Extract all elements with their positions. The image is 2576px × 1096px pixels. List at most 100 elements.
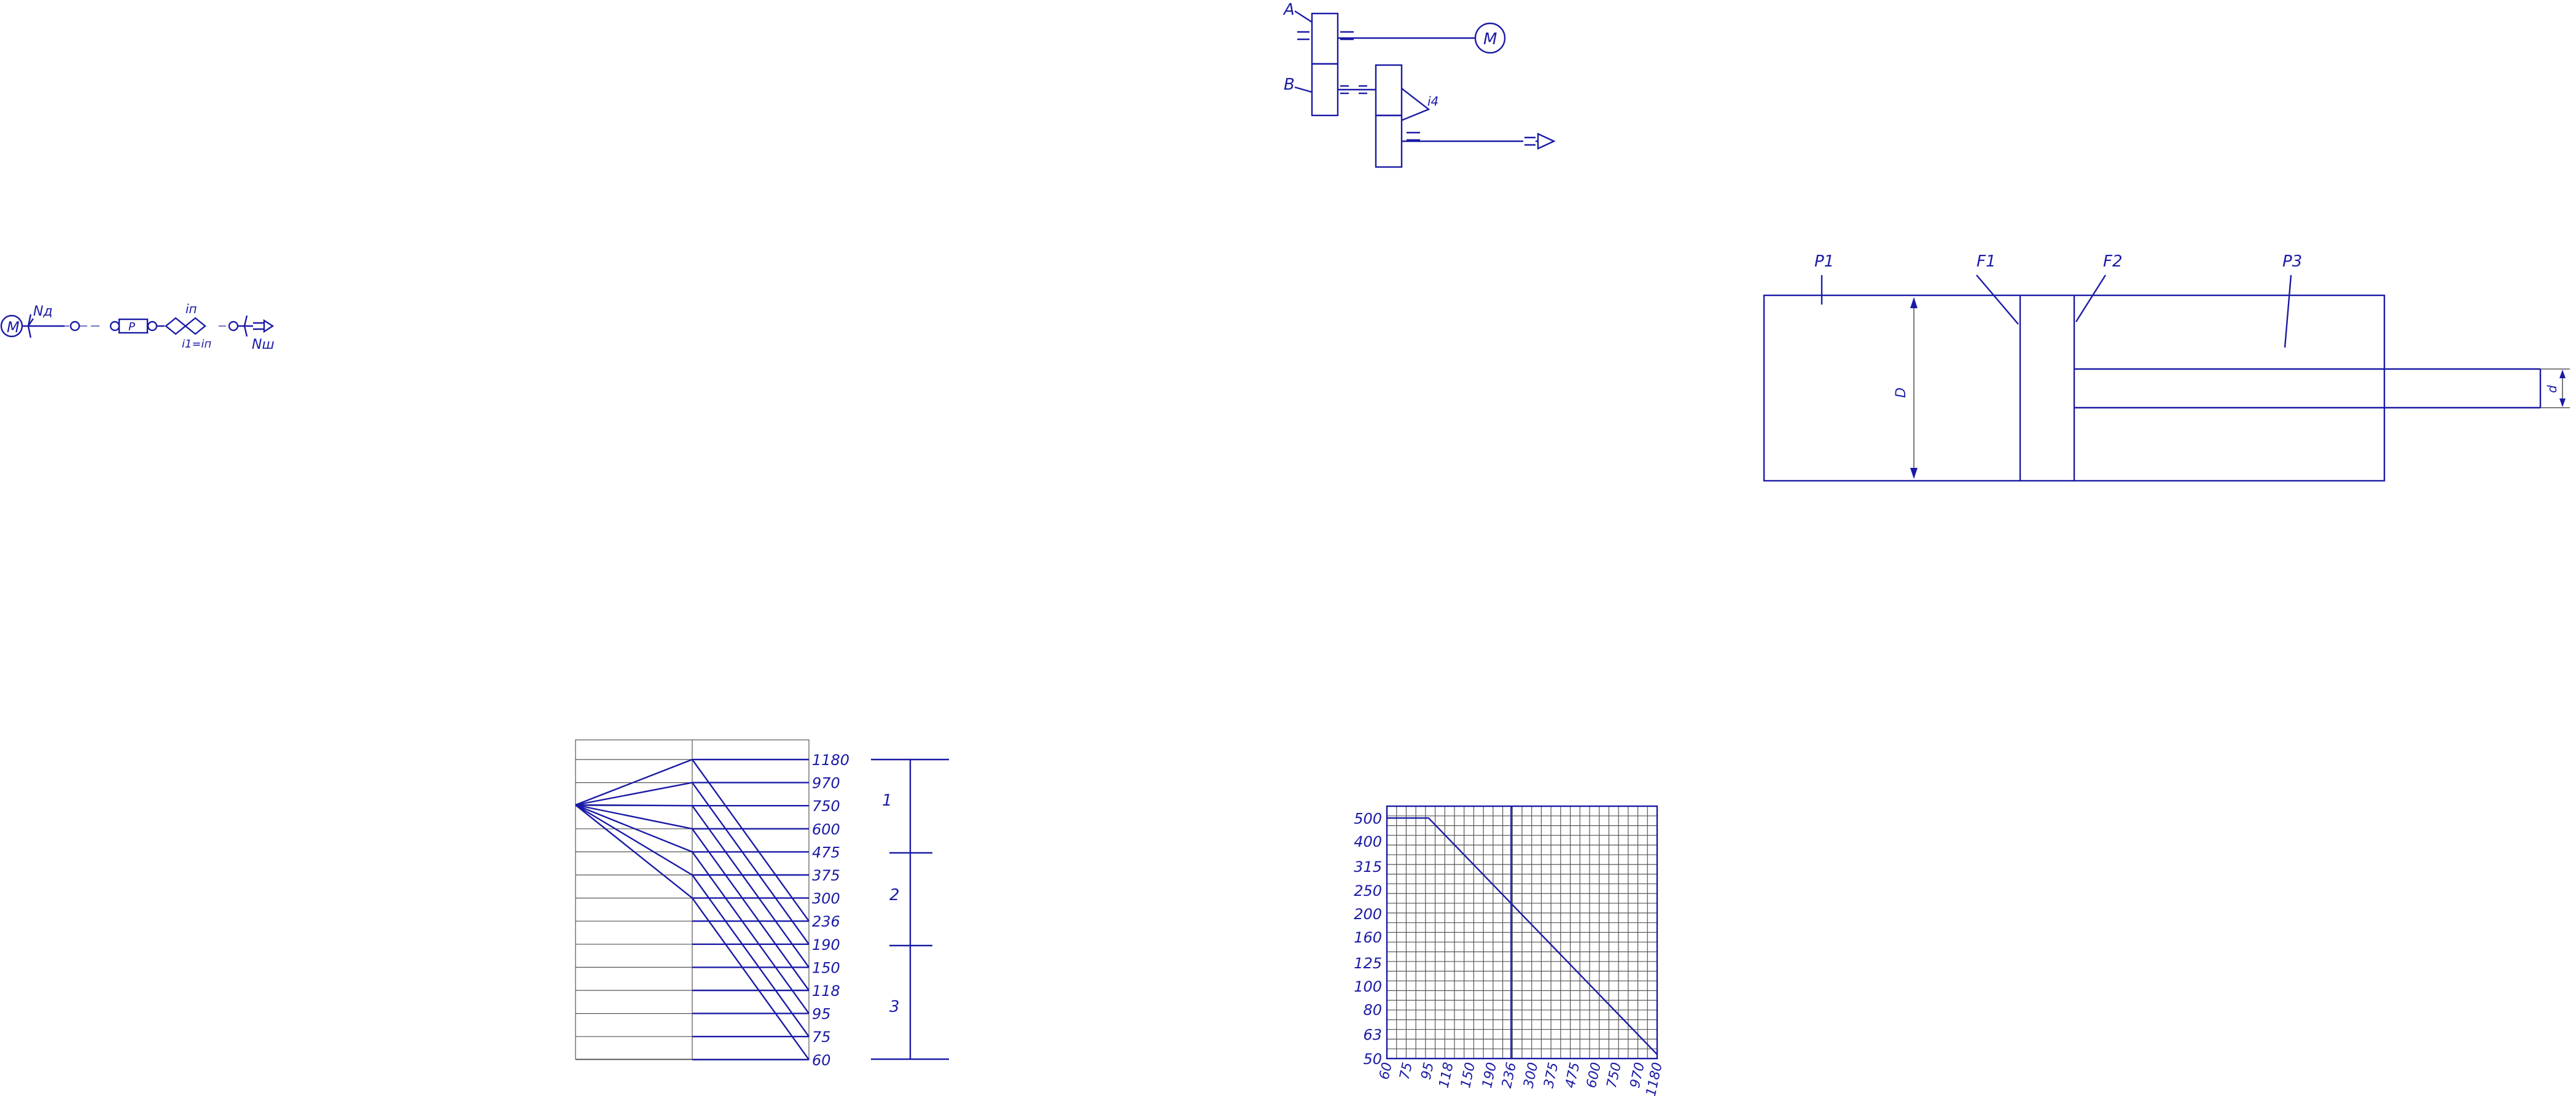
leader-f2: [2075, 274, 2107, 322]
chart-y-tick-label: 500: [1354, 810, 1382, 827]
group-label-1: 1: [882, 791, 892, 810]
speed-label: 118: [812, 982, 840, 1000]
chart-y-tick-label: 400: [1354, 833, 1382, 850]
speed-ray-stage2: [692, 851, 810, 1014]
speed-label: 600: [812, 821, 840, 838]
speed-ray-stage2: [692, 828, 810, 991]
gear-block-d: [1375, 114, 1403, 168]
ratio-label: iп: [185, 301, 197, 316]
speed-rays: [575, 758, 810, 1061]
speed-label: 300: [812, 890, 840, 908]
bearing-3: [147, 321, 158, 332]
speed-label: 375: [812, 867, 840, 884]
dim-arrow-top: [1910, 297, 1918, 308]
chart-x-tick-label: 375: [1541, 1061, 1561, 1089]
speed-label: 970: [812, 775, 840, 792]
speed-grid: [576, 759, 692, 1060]
input-tick: [28, 318, 34, 327]
chart-x-tick-label: 118: [1437, 1061, 1457, 1089]
gear-block-c: [1375, 64, 1403, 117]
dim-d-small-label: d: [2545, 385, 2559, 393]
chart-x-tick-label: 150: [1458, 1061, 1478, 1089]
speed-ray: [575, 804, 693, 899]
group-label-2: 2: [889, 886, 900, 904]
hydraulic-cylinder: D d P1 F1 F2 P3: [1763, 252, 2570, 482]
dim-small-arrow-bottom: [2559, 398, 2566, 407]
chart-x-tick-label: 95: [1418, 1061, 1437, 1081]
variator-right: [184, 317, 206, 335]
chart-y-tick-label: 125: [1354, 955, 1382, 972]
chart-x-tick-label: 75: [1397, 1061, 1416, 1081]
chart-frame: [1386, 805, 1658, 1060]
speed-ray: [575, 758, 693, 806]
label-i4: i4: [1427, 94, 1438, 109]
chart-grid: [1387, 806, 1657, 1059]
dim-d-big-label: D: [1894, 387, 1909, 398]
speed-label: 475: [812, 844, 840, 861]
speed-ray-stage2: [692, 759, 810, 922]
label-a: A: [1282, 1, 1295, 19]
dim-small-arrow-top: [2559, 370, 2566, 378]
gearbox-output-arrow: [1537, 133, 1556, 150]
leader-a: [1294, 10, 1313, 23]
gearbox-motor-label: M: [1483, 30, 1497, 49]
chart-x-tick-label: 236: [1499, 1061, 1520, 1089]
speed-ray: [575, 804, 693, 807]
speed-label: 95: [812, 1006, 831, 1023]
power-in-label: Nд: [33, 304, 53, 319]
chart-y-tick-label: 200: [1354, 906, 1382, 923]
cone-gear: [1401, 88, 1430, 122]
chart-x-tick-label: 970: [1628, 1061, 1648, 1089]
label-f1: F1: [1977, 252, 1996, 271]
output-clutch: [243, 315, 248, 337]
label-p3: P3: [2282, 252, 2302, 271]
speed-label: 1180: [812, 752, 849, 769]
kinematic-chain: M Nд P iп i1=iп Nш: [0, 301, 275, 352]
leader-f1: [1976, 274, 2019, 325]
dim-arrow-bottom: [1910, 468, 1918, 479]
chart-x-tick-label: 60: [1377, 1061, 1395, 1081]
speed-label: 75: [812, 1028, 831, 1046]
label-p1: P1: [1814, 252, 1834, 271]
bearing-2: [109, 321, 120, 332]
chart-x-tick-label: 190: [1480, 1061, 1500, 1089]
speed-label: 60: [812, 1052, 831, 1069]
chart-y-tick-label: 63: [1363, 1027, 1382, 1044]
power-out-label: Nш: [252, 337, 275, 352]
gear-block-b: [1311, 63, 1339, 117]
speed-ray: [575, 804, 693, 853]
speed-label: 150: [812, 959, 840, 976]
label-b: B: [1284, 76, 1295, 94]
chart-x-tick-label: 750: [1604, 1061, 1625, 1089]
speed-ray-stage2: [692, 782, 810, 945]
chart-series-line: [1387, 817, 1658, 1055]
chart-border: [1386, 805, 1658, 1060]
label-f2: F2: [2103, 252, 2123, 271]
mechanism-label: P: [128, 321, 135, 333]
speed-ray-diagram: 1180970750600475375300236190150118957560…: [575, 739, 949, 1069]
chart-x-tick-label: 600: [1584, 1061, 1604, 1089]
chart-x-tick-label: 475: [1563, 1061, 1583, 1089]
ratio-eq-label: i1=iп: [182, 338, 212, 351]
speed-ray: [575, 804, 693, 830]
chart-x-tick-label: 300: [1521, 1061, 1541, 1089]
speed-ray: [575, 782, 693, 806]
group-label-3: 3: [889, 998, 900, 1016]
speed-ray-stage2: [692, 874, 810, 1037]
group-bar: 1 2 3: [871, 758, 949, 1060]
speed-label: 236: [812, 913, 840, 930]
gear-block-a: [1311, 12, 1339, 65]
speed-ray-stage2: [692, 897, 810, 1060]
gearbox-scheme: A B M i4: [1282, 1, 1556, 168]
chart-y-tick-label: 50: [1363, 1051, 1382, 1068]
chart-y-tick-label: 100: [1354, 978, 1382, 995]
leader-p3: [2284, 274, 2292, 348]
speed-ray-stage2: [692, 805, 810, 968]
bearing-4: [228, 321, 239, 332]
chart-series: [1387, 817, 1658, 1055]
